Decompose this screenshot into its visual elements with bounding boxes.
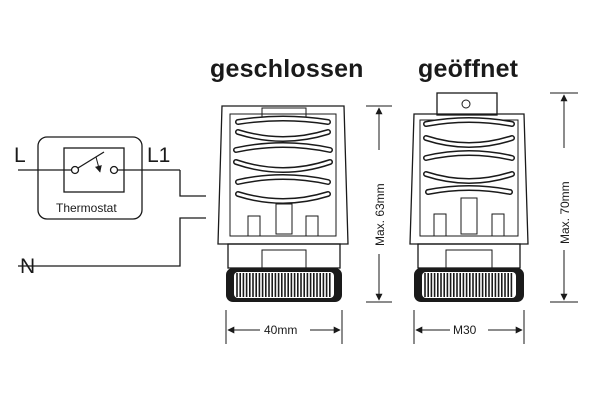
label-neutral: N <box>20 255 35 278</box>
open-spring <box>423 117 515 195</box>
dim-open-thread: M30 <box>453 323 477 337</box>
actuator-closed <box>217 105 349 302</box>
wire-to-actuator <box>179 170 206 197</box>
closed-clip-right <box>305 215 319 237</box>
label-line: L <box>14 144 26 167</box>
open-clip-left <box>433 213 447 237</box>
closed-cap <box>217 105 349 245</box>
dim-closed-height: Max. 63mm <box>373 183 387 246</box>
title-closed: geschlossen <box>210 55 364 83</box>
dimension-closed-height: Max. 63mm <box>366 105 392 303</box>
wire-neutral <box>18 217 206 267</box>
closed-lower-body <box>227 243 341 269</box>
switch-blade <box>77 151 105 169</box>
open-head-screw <box>461 99 471 109</box>
switch-contact-right <box>109 165 119 175</box>
dim-closed-width: 40mm <box>264 323 297 337</box>
closed-lower-window <box>261 249 307 269</box>
switch-contact-left <box>70 165 80 175</box>
dimension-open-thread: M30 <box>413 310 525 344</box>
wiring-schematic: L L1 N Thermostat <box>14 136 206 278</box>
thermostat-box <box>37 136 143 220</box>
label-thermostat: Thermostat <box>56 201 117 215</box>
closed-cap-inner <box>229 113 337 237</box>
switch-actuator-arrow <box>94 156 102 173</box>
closed-nut-knurl <box>236 273 331 297</box>
title-open: geöffnet <box>418 55 519 83</box>
open-stem <box>460 197 478 235</box>
open-lower-body <box>417 243 521 269</box>
dim-open-height: Max. 70mm <box>558 181 572 244</box>
open-nut-knurl <box>424 273 513 297</box>
closed-clip-left <box>247 215 261 237</box>
open-head <box>436 92 498 116</box>
actuator-open <box>409 92 529 302</box>
dimension-closed-width: 40mm <box>225 310 343 344</box>
open-clip-right <box>491 213 505 237</box>
closed-stem <box>275 203 293 235</box>
closed-spring <box>233 115 333 204</box>
open-cap <box>409 113 529 245</box>
label-switched: L1 <box>147 144 170 167</box>
dimension-open-height: Max. 70mm <box>550 92 578 303</box>
thermostat-switch-frame <box>63 147 125 193</box>
open-lower-window <box>445 249 493 269</box>
